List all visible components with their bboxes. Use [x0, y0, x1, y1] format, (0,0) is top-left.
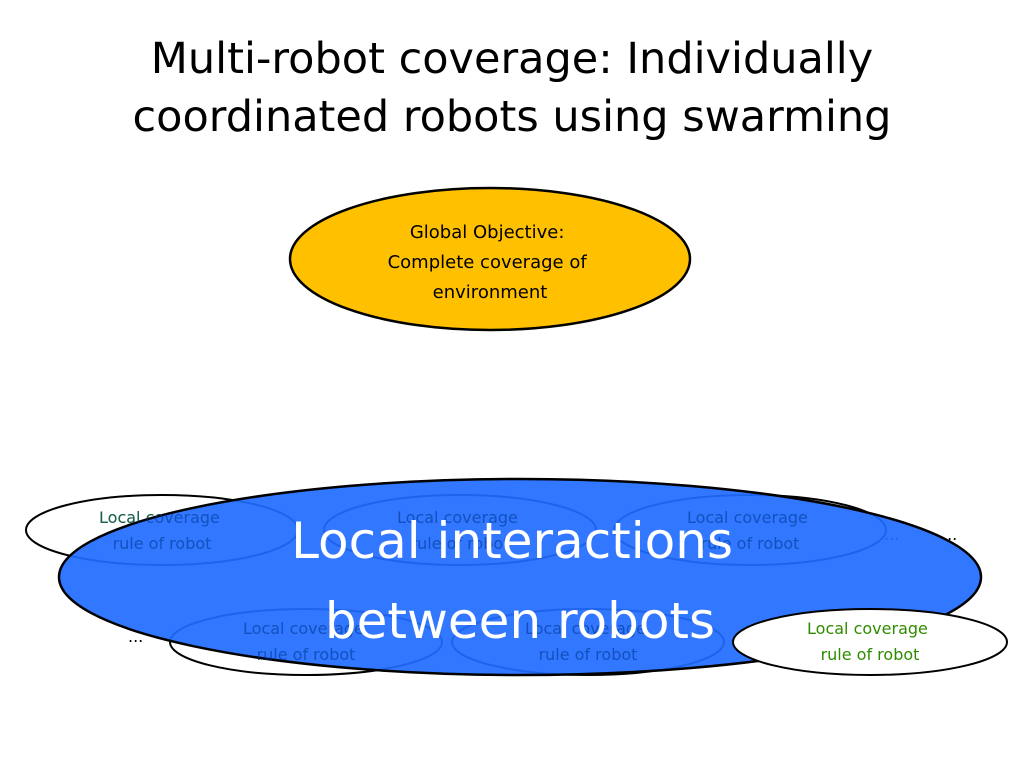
robot-rule-line-1: Local coverage: [525, 619, 646, 638]
svg-text:Local interactions between: Local interactions between robots: [291, 512, 749, 650]
local-interactions-line-2: between robots: [325, 592, 715, 650]
title-line-1: Multi-robot coverage: Individually: [150, 34, 874, 84]
svg-text:Local coverage rule of r: Local coverage rule of robot: [99, 508, 225, 553]
global-objective-node: Global Objective: Complete coverage of e…: [288, 186, 692, 332]
robot-rule-line-2: rule of robot: [821, 645, 920, 664]
robot-rule-oval: [732, 608, 1008, 676]
robot-rule-node: Local coverage rule of robot: [732, 608, 1008, 676]
robot-rule-line-1: Local coverage: [99, 508, 220, 527]
robot-rule-line-1: Local coverage: [807, 619, 928, 638]
robot-rule-line-2: rule of robot: [411, 534, 510, 553]
robot-rule-line-2: rule of robot: [257, 645, 356, 664]
svg-text:Global Objective: Comple: Global Objective: Complete coverage of e…: [388, 222, 593, 303]
robot-rule-line-1: Local coverage: [687, 508, 808, 527]
svg-text:Local coverage rule of r: Local coverage rule of robot: [687, 508, 813, 553]
robot-rule-overlay-labels: Local coverage rule of robot Local cover…: [99, 508, 813, 664]
robot-rule-line-1: Local coverage: [243, 619, 364, 638]
svg-text:Local coverage rule of r: Local coverage rule of robot: [397, 508, 523, 553]
global-objective-line-1: Global Objective:: [410, 222, 565, 243]
title-line-2: coordinated robots using swarming: [132, 92, 892, 142]
robot-rule-line-2: rule of robot: [701, 534, 800, 553]
robot-rule-line-1: Local coverage: [397, 508, 518, 527]
slide-title: Multi-robot coverage: Individually coord…: [0, 30, 1024, 146]
robot-rule-line-2: rule of robot: [539, 645, 638, 664]
local-interactions-line-1: Local interactions: [291, 512, 733, 570]
svg-text:Local coverage rule of r: Local coverage rule of robot: [525, 619, 651, 664]
svg-text:Local coverage rule of r: Local coverage rule of robot: [807, 619, 933, 664]
global-objective-line-2: Complete coverage of: [388, 252, 588, 273]
svg-text:Local coverage rule of r: Local coverage rule of robot: [243, 619, 369, 664]
global-objective-oval: [288, 186, 692, 332]
global-objective-line-3: environment: [433, 282, 548, 303]
robot-rule-line-2: rule of robot: [113, 534, 212, 553]
